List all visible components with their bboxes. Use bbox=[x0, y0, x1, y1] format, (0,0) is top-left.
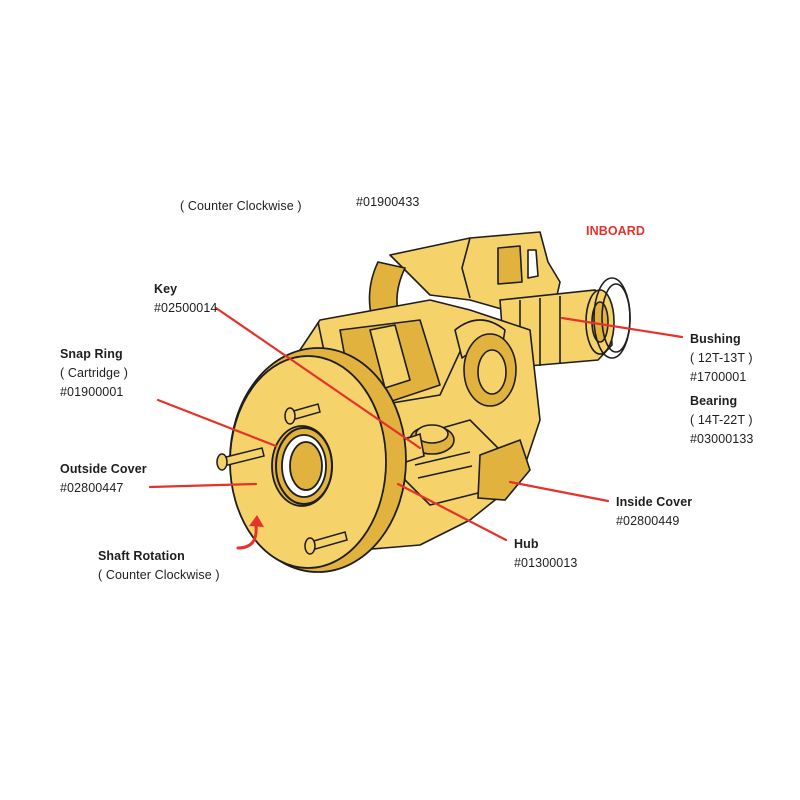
label-hub: Hub #01300013 bbox=[514, 535, 577, 573]
bushing-name: Bushing bbox=[690, 332, 741, 346]
label-bushing: Bushing ( 12T-13T ) #1700001 bbox=[690, 330, 753, 387]
bearing-sub: ( 14T-22T ) bbox=[690, 413, 753, 427]
cover-screws bbox=[216, 403, 348, 555]
part-code-top: #01900433 bbox=[356, 195, 420, 209]
label-outside-cover: Outside Cover #02800447 bbox=[60, 460, 147, 498]
leader-outside-cover bbox=[148, 482, 258, 489]
inside-cover-code: #02800449 bbox=[616, 514, 680, 528]
inboard-label: INBOARD bbox=[586, 224, 646, 238]
snap-ring-sub: ( Cartridge ) bbox=[60, 366, 128, 380]
rotation-note-top: ( Counter Clockwise ) bbox=[180, 199, 302, 213]
bearing-ring bbox=[593, 277, 631, 359]
label-key: Key #02500014 bbox=[154, 280, 217, 318]
label-shaft-rotation: Shaft Rotation ( Counter Clockwise ) bbox=[98, 547, 220, 585]
bushing-sub: ( 12T-13T ) bbox=[690, 351, 753, 365]
bearing-code: #03000133 bbox=[690, 432, 754, 446]
leader-hub bbox=[396, 482, 508, 542]
label-snap-ring: Snap Ring ( Cartridge ) #01900001 bbox=[60, 345, 128, 402]
leader-snap-ring bbox=[156, 398, 278, 448]
snap-ring-name: Snap Ring bbox=[60, 347, 123, 361]
key-name: Key bbox=[154, 282, 178, 296]
leader-key bbox=[214, 306, 422, 450]
shaft-rotation-name: Shaft Rotation bbox=[98, 549, 185, 563]
snap-ring-code: #01900001 bbox=[60, 385, 124, 399]
hub-name: Hub bbox=[514, 537, 539, 551]
leader-bushing bbox=[560, 316, 684, 339]
label-bearing: Bearing ( 14T-22T ) #03000133 bbox=[690, 392, 753, 449]
outside-cover-name: Outside Cover bbox=[60, 462, 147, 476]
snap-ring bbox=[275, 427, 333, 505]
outside-cover-code: #02800447 bbox=[60, 481, 124, 495]
rotation-arrow-icon bbox=[236, 515, 264, 550]
bushing-code: #1700001 bbox=[690, 370, 747, 384]
leader-inside-cover bbox=[508, 480, 610, 503]
shaft-rotation-sub: ( Counter Clockwise ) bbox=[98, 568, 220, 582]
outside-cover bbox=[229, 347, 407, 573]
key-code: #02500014 bbox=[154, 301, 218, 315]
leader-lines bbox=[148, 306, 684, 542]
inside-cover bbox=[477, 438, 531, 501]
bearing-name: Bearing bbox=[690, 394, 738, 408]
hub-code: #01300013 bbox=[514, 556, 578, 570]
inside-cover-name: Inside Cover bbox=[616, 495, 693, 509]
label-inside-cover: Inside Cover #02800449 bbox=[616, 493, 692, 531]
